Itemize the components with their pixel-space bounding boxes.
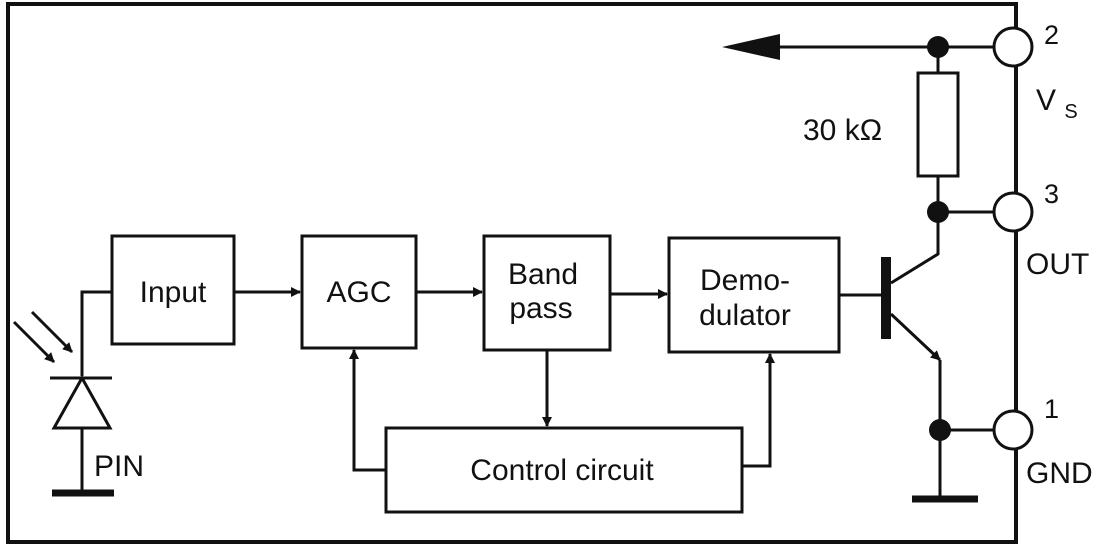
photodiode: PIN — [12, 290, 144, 497]
pin-3-terminal — [992, 191, 1034, 233]
control-circuit-label: Control circuit — [470, 454, 654, 487]
pin-3-out: 3 OUT — [992, 179, 1089, 281]
input-block: Input — [110, 234, 236, 346]
pull-up-resistor — [916, 71, 960, 178]
control-to-demodulator-feedback-arrow — [742, 353, 775, 468]
input-block-label: Input — [140, 276, 207, 309]
junction-dot-vs — [927, 36, 949, 58]
control-to-agc-feedback-arrow — [349, 349, 386, 472]
transistor-emitter — [889, 312, 942, 362]
pin-2-vs: 2 V S — [992, 20, 1078, 123]
output-transistor — [881, 212, 978, 503]
light-ray-arrow-1 — [12, 320, 56, 364]
agc-block-label: AGC — [326, 276, 391, 309]
pin-1-number: 1 — [1044, 394, 1059, 424]
resistor-value-label: 30 kΩ — [803, 114, 882, 147]
control-circuit-block: Control circuit — [384, 426, 744, 514]
light-ray-arrow-2 — [30, 310, 74, 354]
transistor-base-bar — [881, 257, 891, 339]
bandpass-block-label-2: pass — [509, 292, 572, 325]
photodiode-triangle — [51, 374, 113, 430]
supply-network: 30 kΩ — [722, 34, 994, 212]
pin-wires — [938, 210, 994, 432]
pin-1-terminal — [992, 409, 1034, 451]
photodiode-to-input-wire — [80, 290, 112, 376]
pin-2-number: 2 — [1044, 20, 1059, 50]
transistor-collector — [890, 212, 940, 285]
demodulator-block: Demo- dulator — [667, 236, 841, 354]
package-outline — [6, 2, 1018, 544]
junction-dots — [927, 36, 951, 441]
pin-1-name: GND — [1026, 457, 1093, 490]
agc-block: AGC — [300, 234, 418, 350]
pin-3-number: 3 — [1044, 179, 1059, 209]
demodulator-block-label-1: Demo- — [700, 264, 790, 297]
pin-3-name: OUT — [1026, 248, 1089, 281]
demodulator-block-label-2: dulator — [699, 299, 791, 332]
signal-connections — [234, 287, 884, 472]
supply-out-arrow — [722, 34, 780, 60]
junction-dot-gnd — [929, 419, 951, 441]
photodiode-label: PIN — [94, 450, 144, 483]
bandpass-block: Band pass — [482, 234, 612, 352]
bandpass-block-label-1: Band — [508, 258, 578, 291]
pin-2-name: V S — [1036, 84, 1078, 123]
pin-1-gnd: 1 GND — [992, 394, 1093, 490]
junction-dot-out — [927, 201, 949, 223]
pin-2-terminal — [992, 26, 1034, 68]
pin-2-name-subscript: S — [1064, 101, 1077, 123]
pin-2-name-main: V — [1036, 84, 1056, 117]
